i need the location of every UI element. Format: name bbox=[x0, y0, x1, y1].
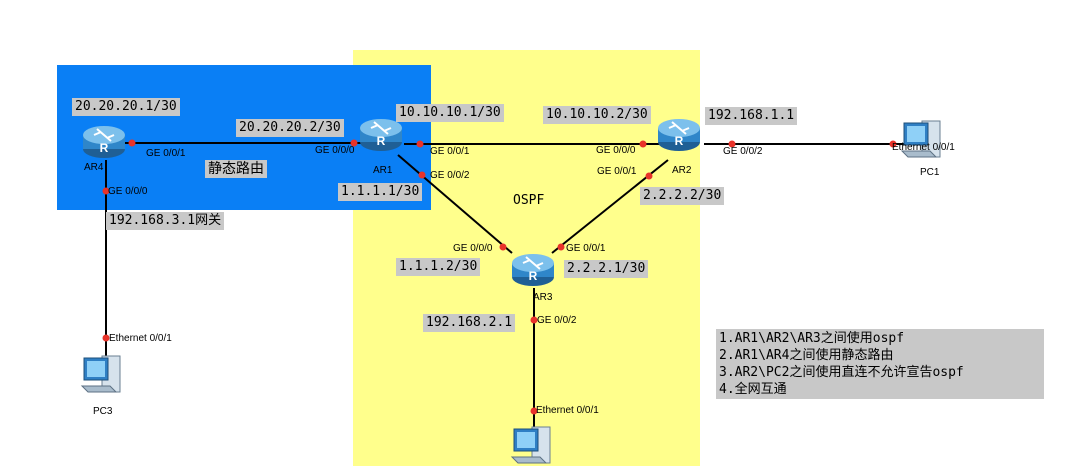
ip-label: 10.10.10.1/30 bbox=[396, 104, 504, 122]
pc-icon[interactable] bbox=[510, 423, 556, 466]
pc-icon[interactable] bbox=[80, 352, 126, 400]
port-dot-ar2-ge000 bbox=[639, 140, 647, 148]
pc-icon[interactable] bbox=[900, 117, 946, 165]
port-dot-ar4-ge000 bbox=[102, 187, 110, 195]
port-dot-ar3-ge002 bbox=[530, 316, 538, 324]
port-label: Ethernet 0/0/1 bbox=[109, 333, 172, 344]
device-name-ar1: AR1 bbox=[373, 165, 393, 176]
device-name-ar3: AR3 bbox=[533, 292, 553, 303]
ip-label: 2.2.2.1/30 bbox=[564, 260, 649, 278]
port-dot-ar2-ge002 bbox=[728, 140, 736, 148]
requirements-note: 1.AR1\AR2\AR3之间使用ospf 2.AR1\AR4之间使用静态路由 … bbox=[716, 329, 1044, 399]
router-icon[interactable]: R bbox=[510, 253, 556, 287]
svg-text:R: R bbox=[529, 269, 538, 283]
port-dot-ar1-ge001 bbox=[416, 140, 424, 148]
ip-label: 1.1.1.1/30 bbox=[338, 183, 423, 201]
port-label: GE 0/0/1 bbox=[430, 146, 470, 157]
port-label: GE 0/0/2 bbox=[537, 315, 577, 326]
ip-label: 1.1.1.2/30 bbox=[396, 258, 481, 276]
device-name-pc3: PC3 bbox=[93, 406, 113, 417]
static-route-tag: 静态路由 bbox=[205, 160, 267, 178]
ip-label: 192.168.1.1 bbox=[705, 107, 798, 125]
port-dot-ar1-ge000 bbox=[350, 139, 358, 147]
router-icon[interactable]: R bbox=[358, 118, 404, 152]
router-icon[interactable]: R bbox=[81, 125, 127, 159]
port-label: GE 0/0/0 bbox=[315, 145, 355, 156]
port-label: GE 0/0/1 bbox=[146, 148, 186, 159]
ip-label: 192.168.2.1 bbox=[423, 314, 516, 332]
port-label: GE 0/0/1 bbox=[566, 243, 606, 254]
ip-label: 20.20.20.1/30 bbox=[72, 98, 180, 116]
port-dot-pc1-eth bbox=[889, 140, 897, 148]
port-label: GE 0/0/0 bbox=[453, 243, 493, 254]
port-label: GE 0/0/1 bbox=[597, 166, 637, 177]
port-dot-ar3-ge000 bbox=[499, 243, 507, 251]
port-label: GE 0/0/2 bbox=[430, 170, 470, 181]
ip-label: 20.20.20.2/30 bbox=[236, 119, 344, 137]
port-label: GE 0/0/0 bbox=[108, 186, 148, 197]
port-label: Ethernet 0/0/1 bbox=[892, 142, 955, 153]
svg-text:R: R bbox=[100, 141, 109, 155]
svg-text:R: R bbox=[675, 134, 684, 148]
port-dot-pc3-eth bbox=[102, 334, 110, 342]
ospf-tag: OSPF bbox=[513, 193, 545, 208]
ip-label: 192.168.3.1网关 bbox=[106, 212, 225, 230]
note-line: 4.全网互通 bbox=[719, 382, 787, 397]
port-label: GE 0/0/0 bbox=[596, 145, 636, 156]
note-line: 3.AR2\PC2之间使用直连不允许宣告ospf bbox=[719, 365, 964, 380]
port-dot-ar4-ge001 bbox=[128, 139, 136, 147]
ip-label: 2.2.2.2/30 bbox=[640, 187, 725, 205]
port-dot-ar3-ge001 bbox=[557, 243, 565, 251]
svg-text:R: R bbox=[377, 134, 386, 148]
port-label: GE 0/0/2 bbox=[723, 146, 763, 157]
router-icon[interactable]: R bbox=[656, 118, 702, 152]
ip-label: 10.10.10.2/30 bbox=[543, 106, 651, 124]
device-name-ar4: AR4 bbox=[84, 162, 104, 173]
device-name-ar2: AR2 bbox=[672, 165, 692, 176]
link-ar1-ar3 bbox=[397, 154, 513, 254]
port-dot-ar1-ge002 bbox=[418, 171, 426, 179]
port-dot-ar2-ge001 bbox=[645, 172, 653, 180]
port-label: Ethernet 0/0/1 bbox=[536, 405, 599, 416]
port-dot-pc2-eth bbox=[530, 407, 538, 415]
note-line: 1.AR1\AR2\AR3之间使用ospf bbox=[719, 331, 905, 346]
note-line: 2.AR1\AR4之间使用静态路由 bbox=[719, 348, 894, 363]
device-name-pc1: PC1 bbox=[920, 167, 940, 178]
